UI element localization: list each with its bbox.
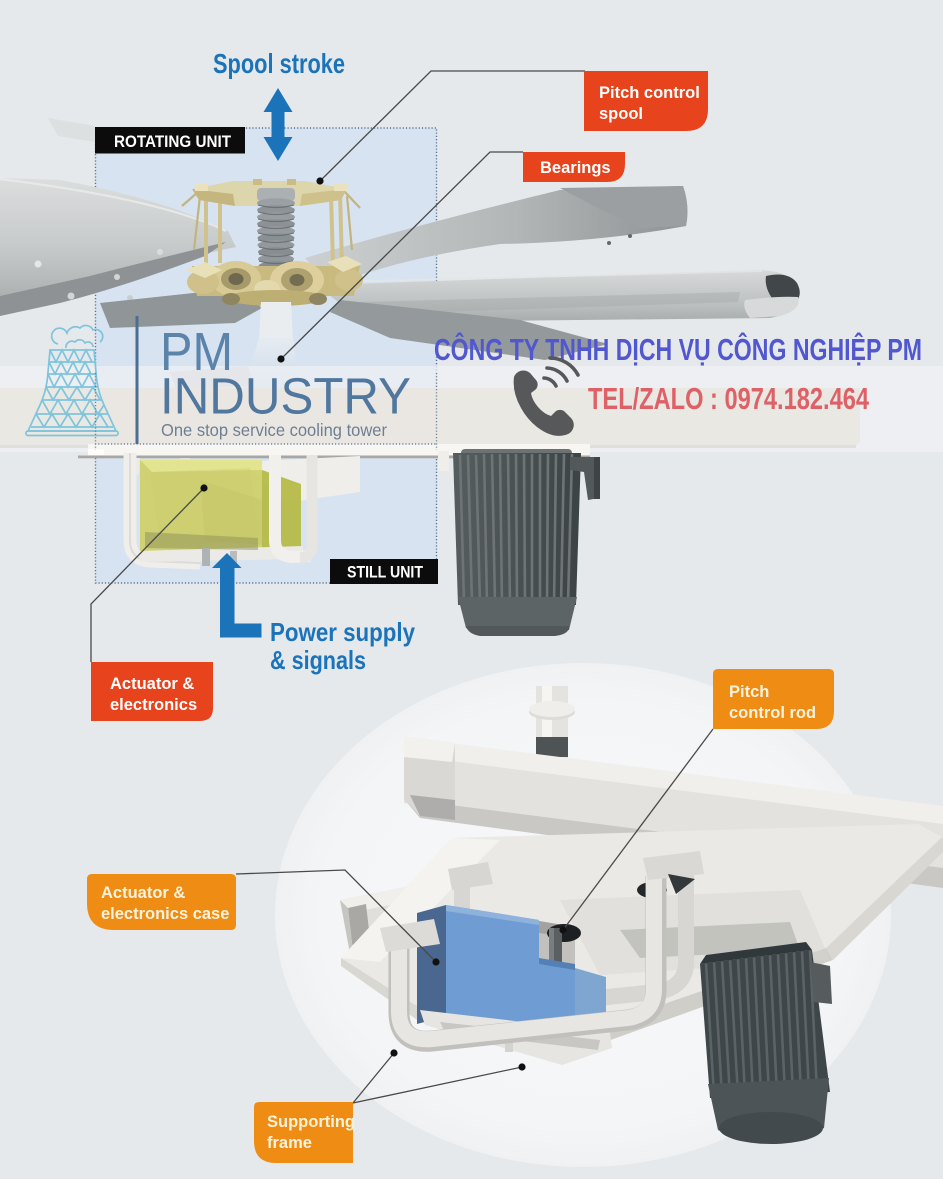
svg-text:electronics: electronics bbox=[110, 696, 197, 714]
svg-text:Power supply: Power supply bbox=[270, 617, 415, 647]
svg-text:Actuator &: Actuator & bbox=[110, 675, 194, 693]
svg-text:frame: frame bbox=[267, 1134, 312, 1152]
svg-text:Pitch: Pitch bbox=[729, 683, 769, 701]
svg-text:Pitch control: Pitch control bbox=[599, 84, 700, 102]
svg-text:electronics case: electronics case bbox=[101, 905, 229, 923]
svg-text:Supporting: Supporting bbox=[267, 1113, 355, 1131]
svg-text:Spool stroke: Spool stroke bbox=[213, 48, 345, 79]
svg-text:INDUSTRY: INDUSTRY bbox=[160, 368, 411, 425]
svg-text:Actuator &: Actuator & bbox=[101, 884, 185, 902]
svg-text:STILL UNIT: STILL UNIT bbox=[347, 563, 424, 582]
svg-text:control rod: control rod bbox=[729, 704, 816, 722]
svg-text:spool: spool bbox=[599, 105, 643, 123]
svg-text:ROTATING UNIT: ROTATING UNIT bbox=[114, 132, 232, 151]
svg-text:One stop service cooling tower: One stop service cooling tower bbox=[161, 420, 387, 440]
svg-text:PM: PM bbox=[160, 322, 233, 382]
svg-text:Bearings: Bearings bbox=[540, 159, 611, 177]
svg-text:TEL/ZALO : 0974.182.464: TEL/ZALO : 0974.182.464 bbox=[588, 382, 869, 416]
svg-text:& signals: & signals bbox=[270, 645, 366, 675]
svg-text:CÔNG TY TNHH DỊCH VỤ CÔNG NGHI: CÔNG TY TNHH DỊCH VỤ CÔNG NGHIỆP PM bbox=[434, 331, 922, 367]
